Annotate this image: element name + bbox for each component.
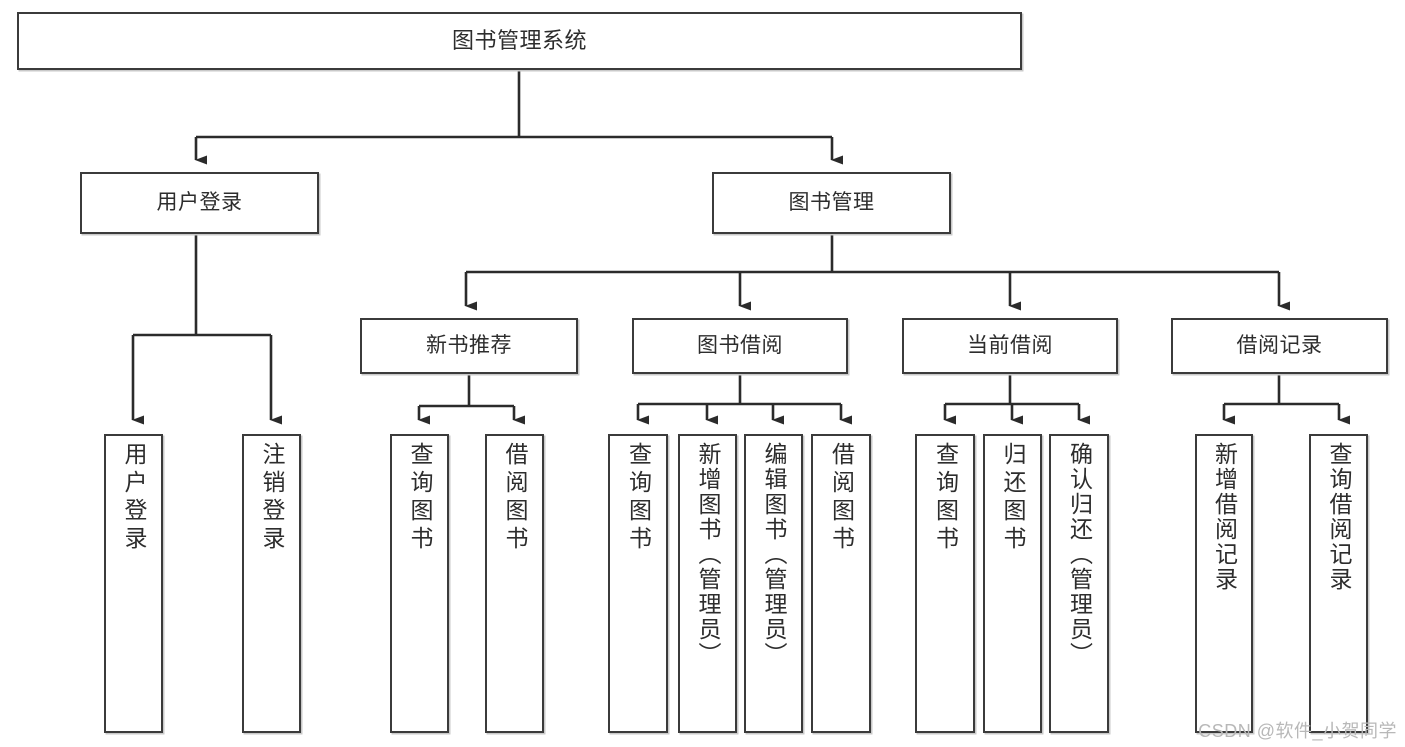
node-label: 新增图书（管理员）	[695, 442, 721, 667]
leaf-query-record[interactable]: 查询借阅记录	[1309, 434, 1368, 733]
node-borrow-record[interactable]: 借阅记录	[1171, 318, 1388, 374]
leaf-logout-login[interactable]: 注销登录	[242, 434, 301, 733]
node-label: 查询图书	[932, 442, 959, 554]
leaf-borrow-book-2[interactable]: 借阅图书	[811, 434, 871, 733]
node-label: 查询图书	[625, 442, 652, 554]
node-label: 新书推荐	[426, 333, 512, 357]
leaf-add-record[interactable]: 新增借阅记录	[1195, 434, 1253, 733]
node-label: 注销登录	[259, 442, 285, 554]
node-label: 新增借阅记录	[1211, 442, 1238, 592]
leaf-query-book-2[interactable]: 查询图书	[608, 434, 668, 733]
node-root-book-management-system[interactable]: 图书管理系统	[17, 12, 1022, 70]
leaf-borrow-book-1[interactable]: 借阅图书	[485, 434, 544, 733]
node-current-borrow[interactable]: 当前借阅	[902, 318, 1118, 374]
node-label: 图书管理	[788, 190, 875, 214]
node-label: 用户登录	[156, 190, 243, 214]
node-label: 借阅图书	[828, 442, 855, 554]
node-label: 当前借阅	[967, 333, 1053, 357]
node-label: 查询借阅记录	[1326, 442, 1352, 592]
leaf-return-book[interactable]: 归还图书	[983, 434, 1042, 733]
node-label: 编辑图书（管理员）	[761, 442, 787, 667]
node-book-manage[interactable]: 图书管理	[712, 172, 951, 234]
node-label: 归还图书	[1000, 442, 1026, 554]
node-book-borrow[interactable]: 图书借阅	[632, 318, 848, 374]
node-label: 借阅图书	[502, 442, 528, 554]
leaf-confirm-return[interactable]: 确认归还（管理员）	[1049, 434, 1109, 733]
leaf-edit-book[interactable]: 编辑图书（管理员）	[744, 434, 803, 733]
leaf-add-book[interactable]: 新增图书（管理员）	[678, 434, 737, 733]
node-user-login[interactable]: 用户登录	[80, 172, 319, 234]
leaf-query-book-1[interactable]: 查询图书	[390, 434, 449, 733]
csdn-watermark: CSDN @软件_小贺同学	[1198, 721, 1397, 741]
node-label: 借阅记录	[1236, 333, 1323, 357]
node-new-book-recommend[interactable]: 新书推荐	[360, 318, 578, 374]
node-label: 图书管理系统	[451, 28, 587, 54]
leaf-query-book-3[interactable]: 查询图书	[915, 434, 975, 733]
leaf-user-login[interactable]: 用户登录	[104, 434, 163, 733]
node-label: 确认归还（管理员）	[1066, 442, 1093, 667]
node-label: 图书借阅	[697, 333, 783, 357]
node-label: 查询图书	[407, 442, 433, 554]
node-label: 用户登录	[121, 442, 147, 554]
